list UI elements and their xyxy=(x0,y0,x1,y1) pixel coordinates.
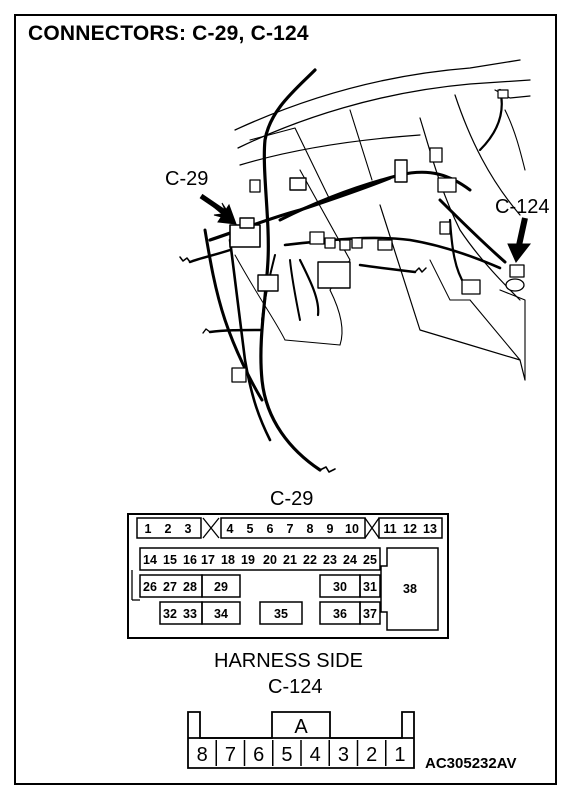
c29-pin-30: 30 xyxy=(333,580,347,594)
c29-pin-20: 20 xyxy=(263,553,277,567)
c29-pin-24: 24 xyxy=(343,553,357,567)
c29-pin-5: 5 xyxy=(247,522,254,536)
c29-heading: C-29 xyxy=(270,488,314,510)
c124-pin-7: 7 xyxy=(225,744,236,766)
harness-side-label: HARNESS SIDE xyxy=(214,650,363,672)
c29-pin-15: 15 xyxy=(163,553,177,567)
c29-pin-8: 8 xyxy=(307,522,314,536)
c124-key-label: A xyxy=(294,716,308,738)
c124-callout-label: C-124 xyxy=(495,196,550,218)
figure-title: CONNECTORS: C-29, C-124 xyxy=(28,22,309,45)
c29-pin-22: 22 xyxy=(303,553,317,567)
c29-pin-6: 6 xyxy=(267,522,274,536)
c29-pin-9: 9 xyxy=(327,522,334,536)
c29-pin-35: 35 xyxy=(274,607,288,621)
c29-pin-34: 34 xyxy=(214,607,228,621)
c29-pin-32: 32 xyxy=(163,607,177,621)
c29-pin-3: 3 xyxy=(185,522,192,536)
c29-pin-19: 19 xyxy=(241,553,255,567)
c29-pin-17: 17 xyxy=(201,553,215,567)
c29-pin-33: 33 xyxy=(183,607,197,621)
c29-pin-38: 38 xyxy=(403,582,417,596)
c29-pin-31: 31 xyxy=(363,580,377,594)
c29-pin-23: 23 xyxy=(323,553,337,567)
c124-heading: C-124 xyxy=(268,676,323,698)
c124-pin-4: 4 xyxy=(310,744,321,766)
c29-pin-18: 18 xyxy=(221,553,235,567)
figure-frame xyxy=(14,14,557,785)
c29-pin-7: 7 xyxy=(287,522,294,536)
c29-pin-36: 36 xyxy=(333,607,347,621)
c29-pin-4: 4 xyxy=(227,522,234,536)
c29-pin-29: 29 xyxy=(214,580,228,594)
c124-pin-3: 3 xyxy=(338,744,349,766)
c29-pin-21: 21 xyxy=(283,553,297,567)
c29-pin-27: 27 xyxy=(163,580,177,594)
c29-pin-16: 16 xyxy=(183,553,197,567)
c124-pin-5: 5 xyxy=(281,744,292,766)
c29-pin-10: 10 xyxy=(345,522,359,536)
c29-pin-28: 28 xyxy=(183,580,197,594)
c29-pin-13: 13 xyxy=(423,522,437,536)
c29-pin-12: 12 xyxy=(403,522,417,536)
c29-pin-14: 14 xyxy=(143,553,157,567)
c29-pin-25: 25 xyxy=(363,553,377,567)
c29-pin-1: 1 xyxy=(145,522,152,536)
c29-callout-label: C-29 xyxy=(165,168,209,190)
c29-pin-11: 11 xyxy=(383,522,396,536)
c124-pin-8: 8 xyxy=(197,744,208,766)
figure-code: AC305232AV xyxy=(425,755,517,772)
c29-pin-37: 37 xyxy=(363,607,377,621)
c124-pin-6: 6 xyxy=(253,744,264,766)
c29-pin-2: 2 xyxy=(165,522,172,536)
c124-pin-1: 1 xyxy=(394,744,405,766)
c29-pin-26: 26 xyxy=(143,580,157,594)
c124-pin-2: 2 xyxy=(366,744,377,766)
